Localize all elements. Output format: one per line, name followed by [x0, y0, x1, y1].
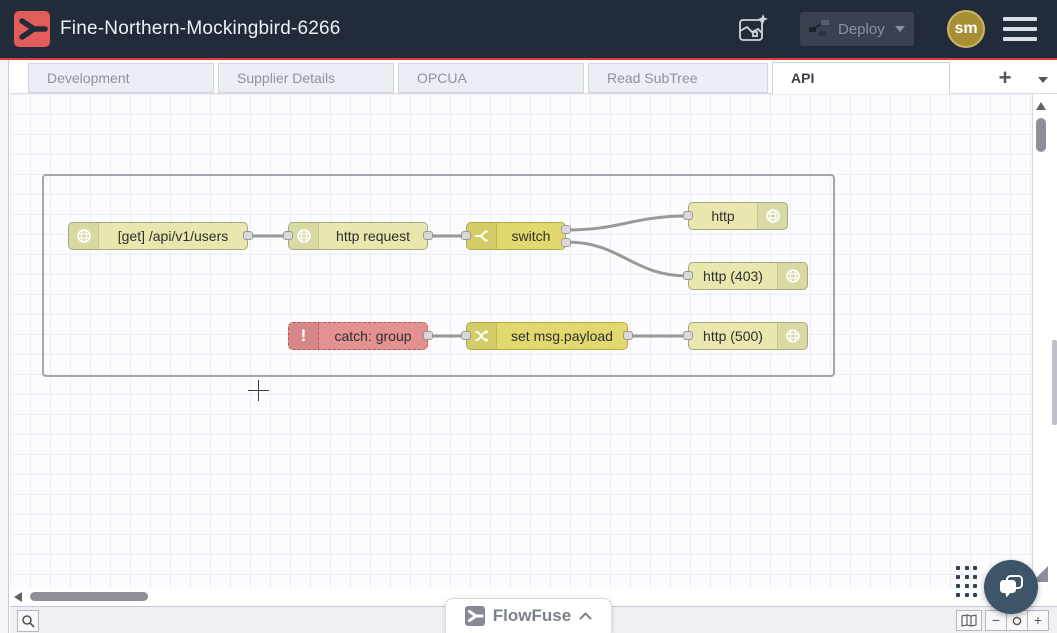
node-http-in[interactable]: [get] /api/v1/users	[68, 222, 248, 250]
tab-development[interactable]: Development	[28, 63, 214, 93]
node-label: switch	[511, 228, 551, 244]
tab-label: OPCUA	[417, 70, 467, 86]
zoom-in-button[interactable]: +	[1027, 610, 1049, 631]
tab-label: Supplier Details	[237, 70, 336, 86]
globe-icon	[757, 203, 787, 229]
node-http-response-500[interactable]: http (500)	[688, 322, 808, 350]
node-label: http (500)	[703, 328, 763, 344]
input-port[interactable]	[683, 211, 693, 220]
node-label: set msg.payload	[511, 328, 613, 344]
shuffle-icon	[467, 323, 497, 349]
page-title: Fine-Northern-Mockingbird-6266	[60, 18, 341, 39]
vertical-scrollbar	[1032, 94, 1048, 588]
deploy-label: Deploy	[838, 20, 885, 38]
input-port[interactable]	[683, 331, 693, 340]
zoom-reset-icon	[1012, 616, 1022, 625]
output-port[interactable]	[423, 331, 433, 340]
avatar[interactable]: sm	[947, 10, 985, 48]
tab-label: Read SubTree	[607, 70, 698, 86]
input-port[interactable]	[683, 271, 693, 280]
horizontal-scrollbar-thumb[interactable]	[30, 592, 148, 601]
flowfuse-badge[interactable]: FlowFuse	[445, 598, 612, 633]
flowfuse-gray-logo-icon	[464, 606, 485, 626]
node-label: http request	[336, 228, 410, 244]
tab-label: Development	[47, 70, 130, 86]
globe-icon	[289, 223, 319, 249]
map-icon	[961, 614, 977, 627]
node-catch[interactable]: ! catch: group	[288, 322, 428, 350]
node-label: http (403)	[703, 268, 763, 284]
node-http-response-403[interactable]: http (403)	[688, 262, 808, 290]
flow-canvas[interactable]: [get] /api/v1/users http request switch …	[10, 94, 1032, 588]
drag-handle-dots[interactable]	[956, 566, 978, 598]
scroll-left-arrow[interactable]	[14, 592, 22, 602]
tab-label: API	[791, 70, 815, 86]
deploy-options-chevron-icon[interactable]	[888, 25, 906, 33]
header-accent-line	[0, 58, 1057, 60]
node-label: http	[711, 208, 735, 224]
search-icon	[22, 615, 35, 628]
output-port[interactable]	[561, 238, 571, 247]
chevron-up-icon	[579, 612, 592, 620]
tab-opcua[interactable]: OPCUA	[398, 63, 584, 93]
output-port[interactable]	[243, 231, 253, 240]
output-port[interactable]	[423, 231, 433, 240]
node-change[interactable]: set msg.payload	[466, 322, 628, 350]
palette-strip	[0, 60, 9, 633]
globe-icon	[777, 263, 807, 289]
wires	[246, 214, 690, 338]
node-label: [get] /api/v1/users	[117, 228, 229, 244]
minimap-button[interactable]	[956, 610, 982, 631]
node-http-request[interactable]: http request	[288, 222, 428, 250]
tab-api[interactable]: API	[772, 62, 950, 95]
flowfuse-logo-icon[interactable]	[14, 11, 50, 47]
node-switch[interactable]: switch	[466, 222, 566, 250]
input-port[interactable]	[461, 231, 471, 240]
tab-list-chevron-icon[interactable]	[1030, 70, 1056, 88]
tab-supplier-details[interactable]: Supplier Details	[218, 63, 394, 93]
vertical-scrollbar-thumb[interactable]	[1036, 118, 1046, 152]
fork-icon	[467, 223, 497, 249]
horizontal-scrollbar	[10, 588, 1032, 606]
browser-scrollbar-thumb[interactable]	[1052, 340, 1057, 425]
scroll-up-arrow[interactable]	[1036, 102, 1046, 110]
tab-bar: Development Supplier Details OPCUA Read …	[10, 60, 1057, 95]
exclamation-icon: !	[289, 323, 319, 349]
header: Fine-Northern-Mockingbird-6266 Deploy	[0, 0, 1057, 58]
globe-icon	[69, 223, 99, 249]
deploy-button[interactable]: Deploy	[800, 12, 914, 46]
input-port[interactable]	[283, 231, 293, 240]
input-port[interactable]	[461, 331, 471, 340]
chat-bubbles-icon	[1000, 575, 1023, 598]
search-button[interactable]	[17, 610, 39, 632]
node-label: catch: group	[334, 328, 412, 344]
ai-assistant-icon[interactable]	[735, 12, 771, 46]
deploy-nodes-icon	[808, 17, 830, 42]
output-port[interactable]	[561, 225, 571, 234]
menu-icon[interactable]	[1003, 17, 1037, 41]
flowfuse-badge-label: FlowFuse	[492, 606, 572, 625]
crosshair-cursor	[258, 380, 259, 401]
tab-read-subtree[interactable]: Read SubTree	[588, 63, 768, 93]
chat-widget-button[interactable]	[984, 560, 1038, 614]
zoom-controls: − +	[985, 610, 1049, 631]
add-tab-button[interactable]: +	[988, 63, 1022, 93]
node-http-response[interactable]: http	[688, 202, 788, 230]
output-port[interactable]	[623, 331, 633, 340]
flow-group[interactable]	[42, 174, 835, 377]
globe-icon	[777, 323, 807, 349]
